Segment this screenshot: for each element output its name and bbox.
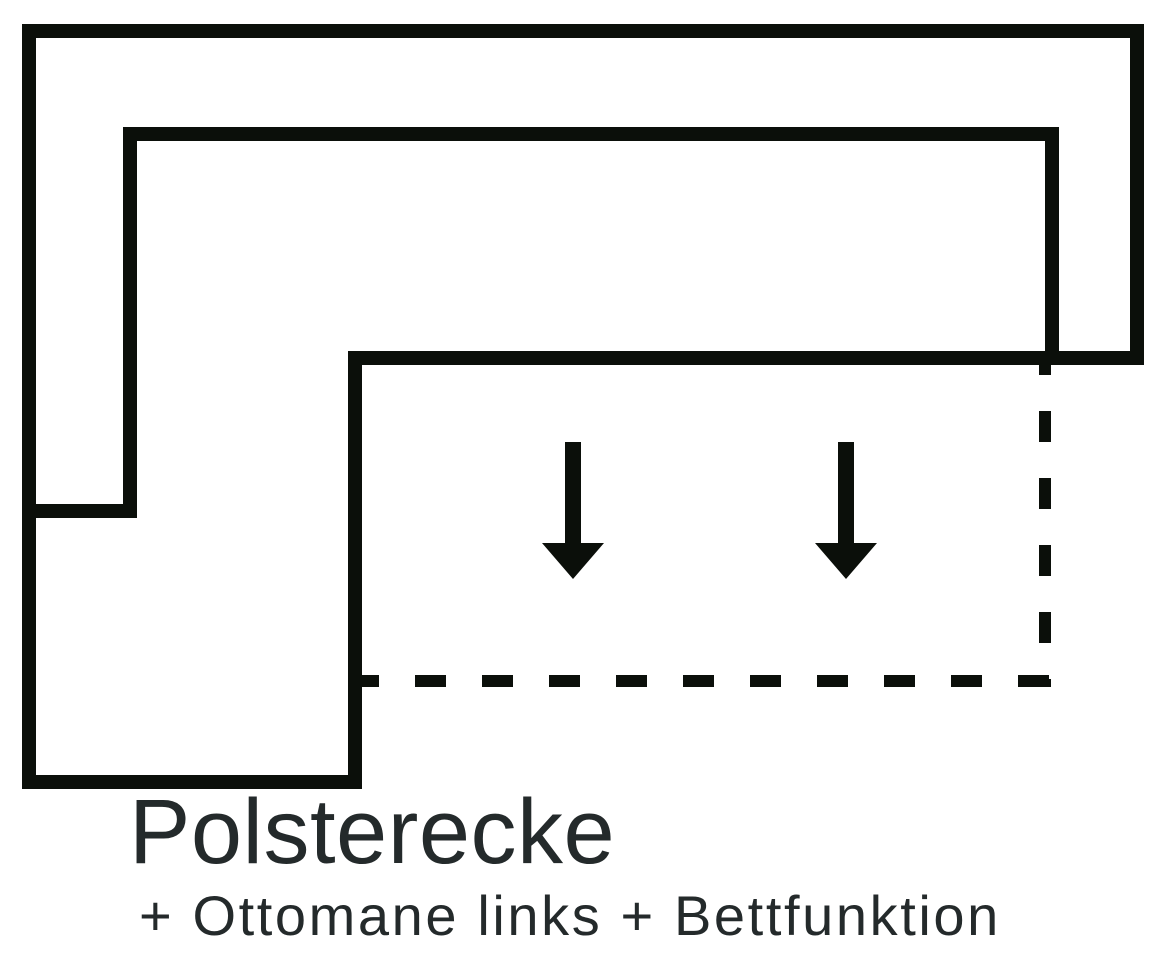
seat-front-horizontal-edge (348, 351, 1144, 365)
outer-bottom-edge (22, 775, 362, 789)
pullout-direction-arrows (542, 442, 877, 579)
inner-left-edge (123, 127, 137, 518)
outer-right-edge (1130, 24, 1144, 365)
seat-front-vertical-edge (348, 351, 362, 789)
inner-outline (36, 127, 1059, 518)
arrow-down-icon (815, 442, 877, 579)
outer-top-edge (22, 24, 1144, 38)
inner-right-edge (1045, 127, 1059, 365)
outer-left-edge (22, 24, 36, 789)
arrow-down-icon (542, 442, 604, 579)
diagram-title: Polsterecke (129, 781, 616, 883)
inner-step-edge (36, 504, 137, 518)
outer-outline (22, 24, 1144, 789)
bed-extension-dashed-area (362, 365, 1051, 687)
inner-top-edge (123, 127, 1059, 141)
diagram-subtitle: + Ottomane links + Bettfunktion (139, 884, 1001, 947)
